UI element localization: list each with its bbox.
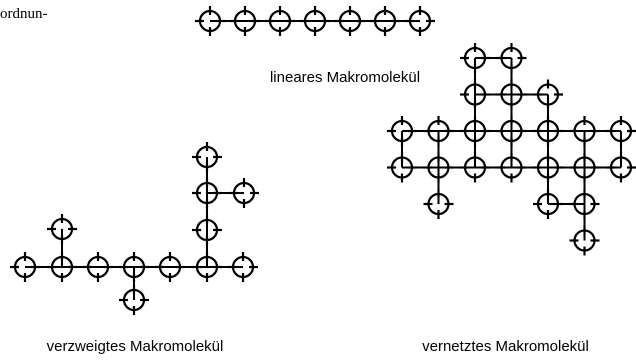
branched-chain <box>10 142 259 315</box>
text-fragment: ordnun- <box>0 6 48 22</box>
caption-network: vernetztes Makromolekül <box>422 338 589 355</box>
linear-chain <box>195 6 435 36</box>
caption-linear: lineares Makromolekül <box>269 69 421 86</box>
caption-branched: verzweigtes Makromolekül <box>46 338 224 355</box>
network-structure <box>387 43 636 256</box>
